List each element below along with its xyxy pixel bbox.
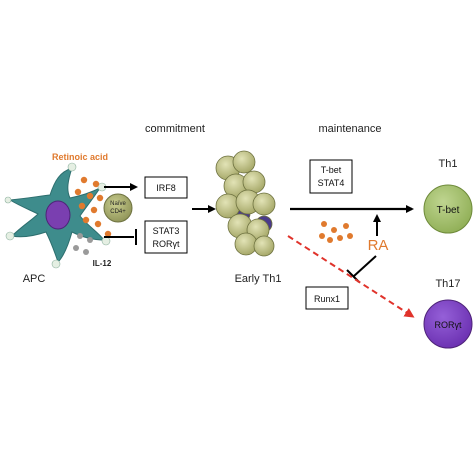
apc-label: APC	[23, 273, 46, 285]
th1-title: Th1	[439, 158, 458, 170]
il12-dots	[73, 233, 93, 255]
ra-dots	[319, 221, 353, 243]
apc-nucleus	[45, 200, 71, 230]
tbet-stat4-box	[309, 159, 353, 194]
irf8-box	[144, 176, 188, 199]
commitment-label: commitment	[145, 123, 205, 135]
retinoic-acid-dots	[74, 176, 112, 238]
stat3-label: STAT3	[153, 226, 180, 236]
ra-inhibition-line	[353, 255, 377, 277]
runx1-label: Runx1	[314, 294, 340, 304]
stat4-label: STAT4	[318, 178, 345, 188]
early-th1-label: Early Th1	[235, 273, 282, 285]
ra-label: RA	[368, 237, 389, 254]
dashed-arrow-to-th17	[287, 235, 415, 318]
th17-marker: RORγt	[435, 320, 462, 330]
runx1-box	[305, 286, 349, 310]
maintenance-label: maintenance	[319, 123, 382, 135]
tbet-box-label: T-bet	[321, 165, 342, 175]
th17-title: Th17	[435, 278, 460, 290]
cd4-label: CD4+	[110, 209, 126, 215]
th1-marker: T-bet	[437, 205, 460, 216]
stat3-ror-box	[144, 220, 188, 254]
naive-label: Naïve	[110, 201, 126, 207]
apc-cell	[4, 162, 111, 269]
naive-cd4-cell: Naïve CD4+	[103, 193, 133, 223]
ror-label: RORγt	[153, 239, 180, 249]
il12-label: IL-12	[93, 259, 112, 268]
th1-cell	[423, 184, 473, 234]
irf8-label: IRF8	[156, 183, 176, 193]
retinoic-acid-label: Retinoic acid	[52, 152, 108, 162]
early-th1-cluster	[215, 150, 276, 257]
th17-cell	[423, 299, 473, 349]
